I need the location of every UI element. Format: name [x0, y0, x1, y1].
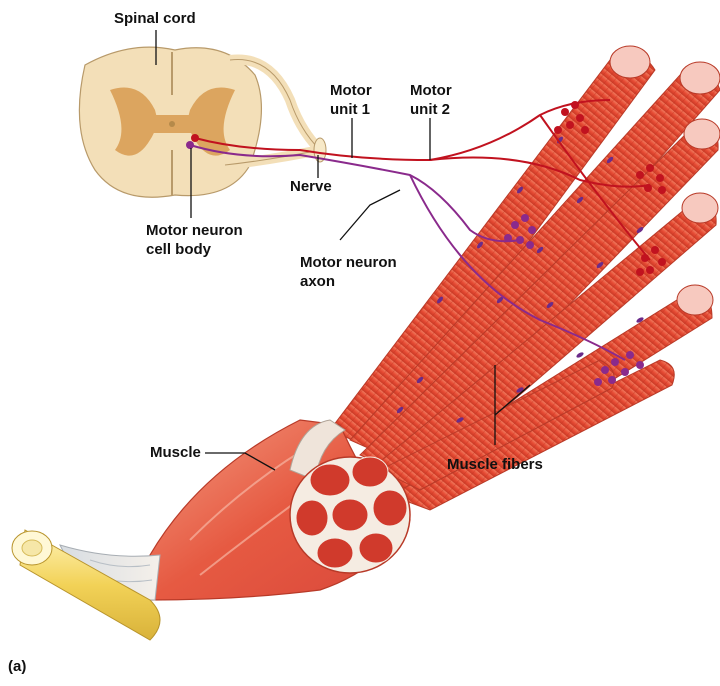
panel-label: (a) [8, 658, 26, 676]
muscle-fibers-bundle [330, 46, 720, 510]
label-motor-unit-2-line2: unit 2 [410, 101, 450, 119]
label-muscle-fibers: Muscle fibers [447, 456, 543, 474]
muscle-cross-section [290, 457, 410, 573]
label-motor-neuron-cell-body-line1: Motor neuron [146, 222, 243, 240]
label-motor-neuron-axon-line2: axon [300, 273, 335, 291]
label-muscle: Muscle [150, 444, 201, 462]
leader-motor-neuron-axon [340, 190, 400, 240]
label-nerve: Nerve [290, 178, 332, 196]
label-motor-unit-1-line1: Motor [330, 82, 372, 100]
label-motor-neuron-cell-body-line2: cell body [146, 241, 211, 259]
spinal-cord [79, 47, 326, 197]
label-spinal-cord: Spinal cord [114, 10, 196, 28]
label-motor-unit-1-line2: unit 1 [330, 101, 370, 119]
label-motor-unit-2-line1: Motor [410, 82, 452, 100]
label-motor-neuron-axon-line1: Motor neuron [300, 254, 397, 272]
